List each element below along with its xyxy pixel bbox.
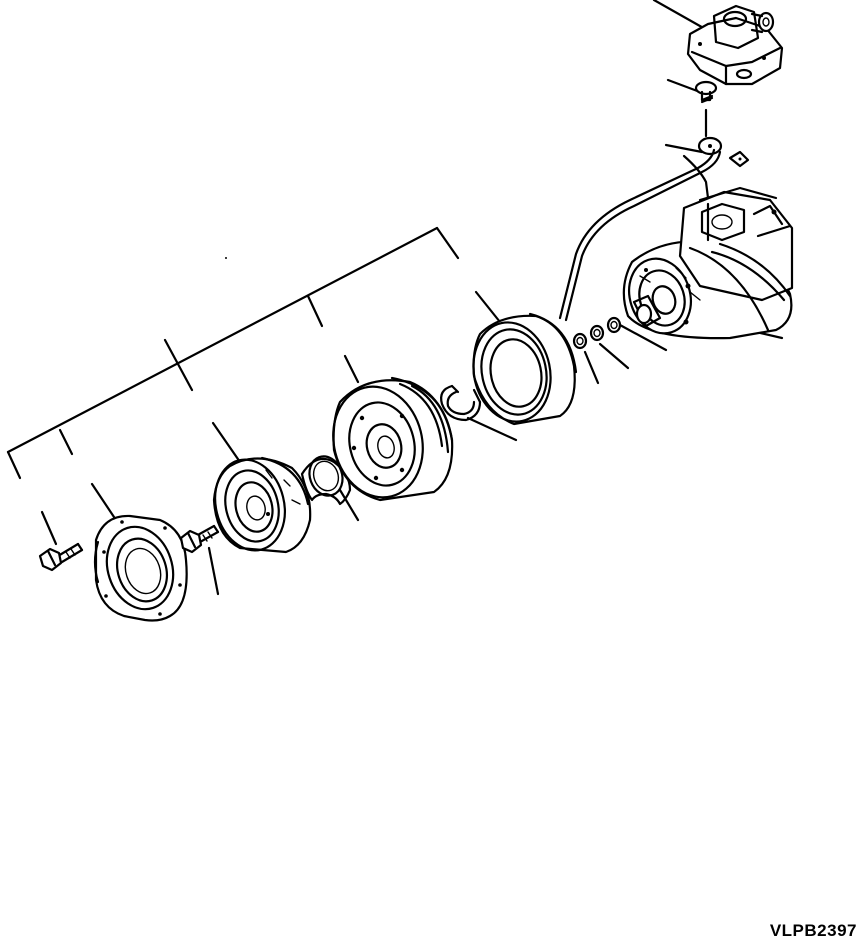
- top-fitting-block: [686, 4, 784, 86]
- top-fitting-bolt: [694, 80, 718, 242]
- compressor-body: [622, 186, 794, 340]
- leader-lines: [40, 0, 784, 596]
- clutch-hub: [212, 456, 312, 554]
- drawing-code: VLPB2397: [769, 921, 857, 940]
- stray-mark: [225, 257, 227, 259]
- flange-bolt-left: [38, 542, 84, 572]
- snap-ring: [440, 384, 482, 422]
- washers: [572, 316, 622, 350]
- coil-wire-harness: [558, 136, 750, 322]
- front-plate: [93, 514, 188, 622]
- pulley: [332, 376, 454, 502]
- field-coil: [472, 312, 578, 426]
- shim: [300, 455, 352, 506]
- flange-bolt-middle: [179, 524, 220, 554]
- assembly-bracket: [6, 226, 460, 480]
